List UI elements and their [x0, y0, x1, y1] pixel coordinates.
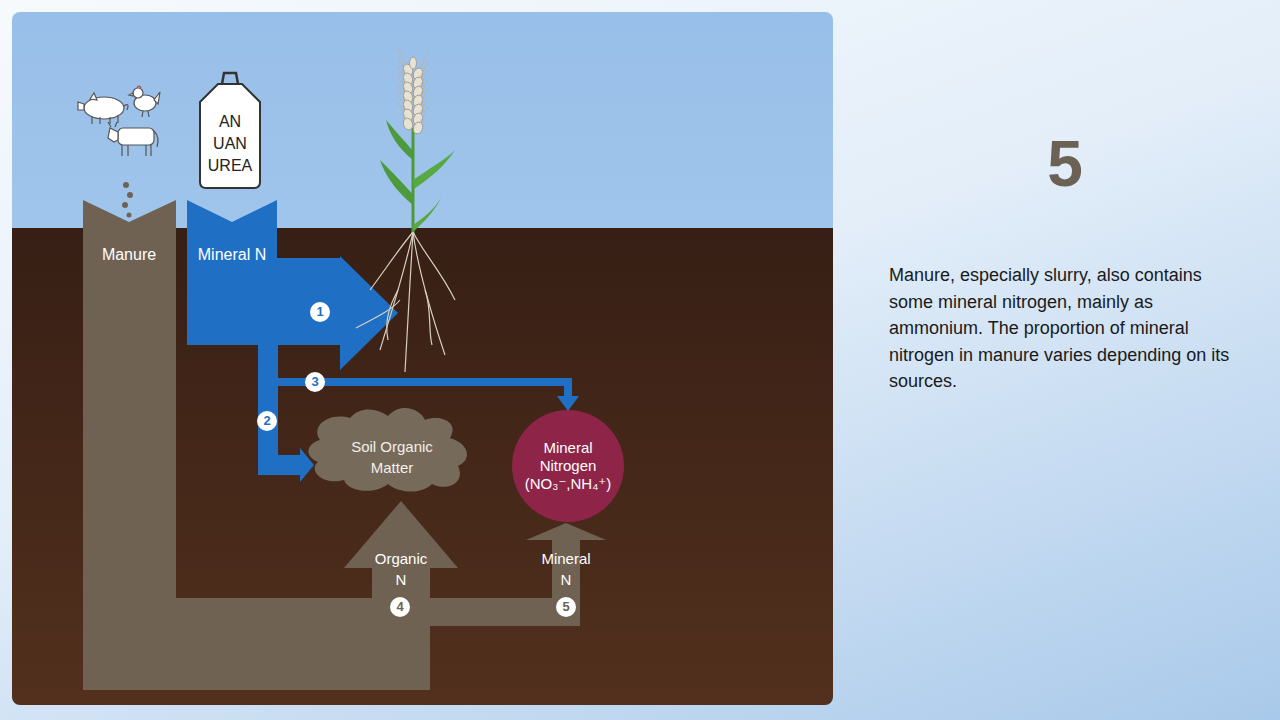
node-label: Mineral N — [188, 245, 276, 265]
uptake-arrowhead — [340, 256, 398, 370]
roots-part — [370, 232, 413, 290]
wheat-plant-part — [413, 195, 442, 231]
callout-number: 4 — [390, 597, 410, 617]
connector — [344, 501, 458, 600]
wheat-plant-part-part — [412, 121, 425, 135]
uptake-arrowhead-part — [340, 256, 398, 370]
organic-n-arrow — [344, 501, 458, 600]
falling-manure — [122, 182, 133, 218]
node-outline — [308, 408, 467, 492]
node-outline — [200, 84, 260, 188]
animals-part — [92, 115, 118, 124]
node-outline — [187, 200, 340, 345]
callout-number: 5 — [556, 597, 576, 617]
animals-part — [90, 93, 97, 100]
mineral-flow-line — [268, 344, 568, 398]
connector — [428, 523, 606, 626]
animals-part — [142, 111, 149, 117]
mineral-nitrogen-circle: Mineral Nitrogen (NO₃⁻,NH₄⁺) — [512, 410, 624, 522]
node-label: AN UAN UREA — [204, 111, 256, 177]
animals-part — [122, 145, 151, 156]
wheat-plant-part — [402, 57, 425, 135]
animals — [78, 86, 160, 156]
roots-part — [380, 232, 413, 350]
roots-part — [356, 300, 400, 328]
fertilizer-bag: AN UAN UREA — [196, 70, 264, 190]
connector — [268, 344, 579, 411]
bag-handle — [222, 73, 238, 84]
roots-part — [413, 232, 445, 355]
animals-part — [108, 128, 118, 142]
roots-part — [413, 232, 455, 300]
wheat-plant — [380, 48, 455, 235]
animals-part — [154, 131, 158, 147]
falling-manure-part — [127, 213, 132, 218]
roots — [356, 232, 455, 372]
animals-part — [154, 92, 160, 104]
mineral-n-band: Mineral N — [187, 200, 340, 345]
wheat-plant-part — [413, 150, 455, 189]
arrowhead — [557, 396, 579, 411]
node-label: Soil Organic Matter — [336, 436, 448, 478]
soil-organic-matter-blob: Soil Organic Matter — [300, 400, 475, 495]
mineral-n-arrow — [428, 523, 606, 626]
animals-part — [137, 86, 141, 88]
panel-part — [12, 12, 833, 705]
animals-part — [78, 102, 84, 110]
wheat-plant-part — [380, 160, 414, 205]
roots-part — [425, 290, 432, 345]
flow-label: Organic N — [369, 548, 433, 590]
wheat-plant-part-part — [410, 57, 417, 69]
falling-manure-part — [122, 202, 128, 208]
animals-part — [133, 88, 143, 98]
flow-label: Mineral N — [534, 548, 598, 590]
panel — [12, 12, 833, 705]
roots-part — [387, 290, 398, 340]
callout-number: 3 — [305, 372, 325, 392]
roots-part — [405, 232, 413, 372]
step-description: Manure, especially slurry, also contains… — [889, 262, 1239, 395]
node-label: Mineral Nitrogen (NO₃⁻,NH₄⁺) — [518, 439, 618, 493]
callout-number: 2 — [257, 411, 277, 431]
animals-part — [118, 128, 154, 145]
animals-part — [124, 105, 128, 110]
callout-number: 1 — [310, 302, 330, 322]
wheat-plant-part — [398, 48, 428, 123]
node-shape — [187, 200, 340, 345]
node-outline — [512, 410, 624, 522]
step-number: 5 — [1005, 128, 1125, 200]
falling-manure-part — [123, 182, 129, 188]
wheat-plant-part-part — [402, 117, 415, 131]
animals-part — [129, 93, 133, 96]
wheat-plant-part-part — [398, 102, 428, 123]
falling-manure-part — [127, 192, 133, 198]
animals-part — [108, 122, 117, 127]
node-label: Manure — [85, 245, 173, 265]
